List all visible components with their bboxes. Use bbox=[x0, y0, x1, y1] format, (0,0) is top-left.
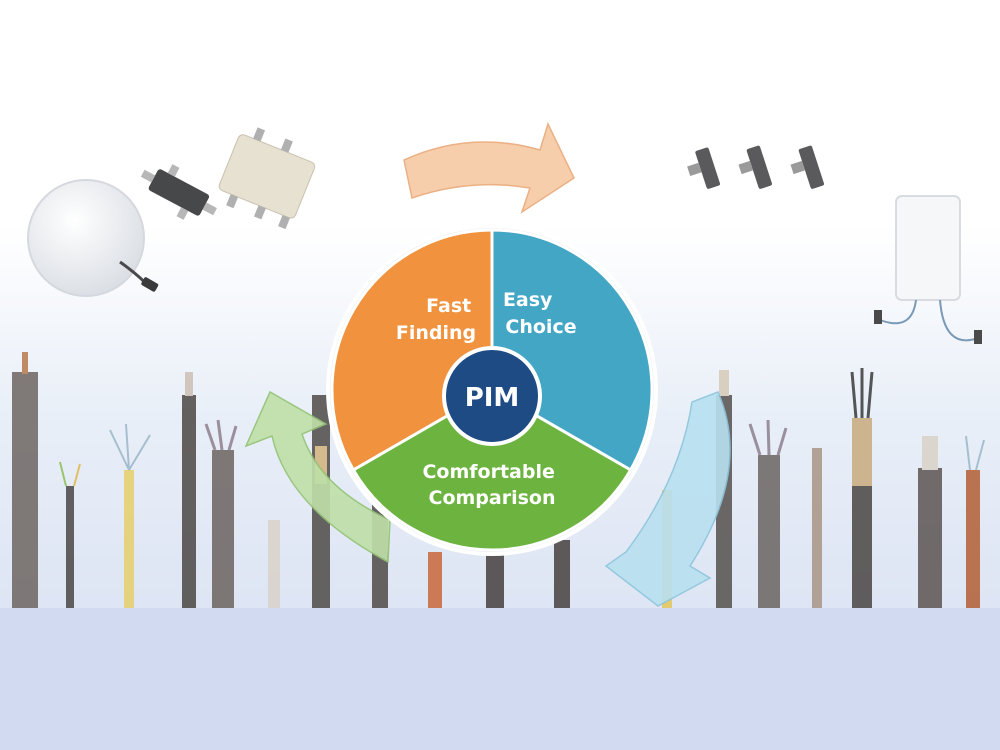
cable-2 bbox=[59, 461, 81, 608]
segment-label-comfortable-comparison: Comfortable Comparison bbox=[422, 461, 561, 509]
ceiling-antenna-image bbox=[27, 179, 159, 297]
cable-4 bbox=[182, 372, 196, 608]
center-label: PIM bbox=[465, 383, 520, 413]
cable-11 bbox=[554, 540, 570, 608]
connector-image-1 bbox=[687, 147, 720, 189]
segment-label-fast-finding: Fast Finding bbox=[396, 295, 478, 344]
cable-9 bbox=[428, 552, 442, 608]
cable-3 bbox=[109, 423, 151, 608]
center-circle bbox=[442, 346, 542, 446]
top-cycle-arrow bbox=[403, 121, 575, 214]
right-cycle-arrow bbox=[604, 391, 731, 607]
cable-17 bbox=[918, 436, 942, 608]
pim-pie-chart: Fast Finding Easy Choice Comfortable Com… bbox=[326, 224, 658, 556]
cable-1 bbox=[12, 352, 38, 608]
connector-image-2 bbox=[738, 145, 772, 189]
connector-image-3 bbox=[790, 145, 824, 189]
cable-14 bbox=[748, 419, 788, 608]
panel-antenna-image bbox=[874, 195, 982, 344]
cable-6 bbox=[268, 520, 280, 608]
cable-5 bbox=[204, 419, 238, 608]
left-cycle-arrow bbox=[244, 390, 391, 564]
segment-label-easy-choice: Easy Choice bbox=[503, 289, 577, 338]
splitter-image-small bbox=[140, 164, 217, 220]
segment-comfortable-comparison bbox=[351, 388, 633, 552]
cable-10 bbox=[486, 540, 504, 608]
cable-16 bbox=[850, 368, 874, 608]
cable-18 bbox=[965, 435, 985, 608]
splitter-image-large bbox=[218, 127, 316, 230]
cable-15 bbox=[812, 448, 822, 608]
floor-band bbox=[0, 608, 1000, 750]
